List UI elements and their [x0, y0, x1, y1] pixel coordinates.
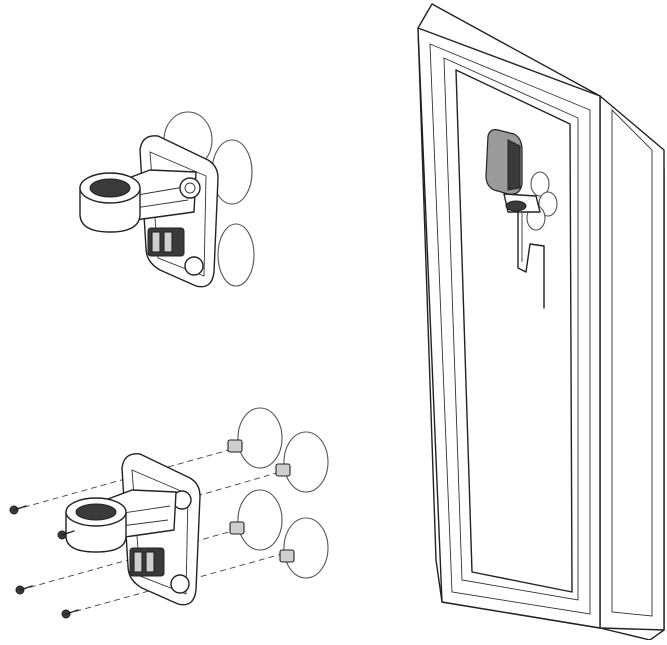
suction-cup-lower	[217, 223, 255, 287]
mounted-device	[485, 129, 558, 309]
suction-cup-2	[275, 431, 329, 493]
cable-clip	[147, 227, 185, 257]
screw-4	[61, 609, 79, 619]
suction-cup-4	[279, 517, 329, 579]
exploded-bracket	[9, 407, 329, 619]
window-installation	[417, 3, 665, 641]
screw-hole	[184, 256, 204, 276]
device-cable	[517, 211, 545, 309]
exploded-cable-clip	[129, 547, 165, 577]
lower-screw-hole	[170, 574, 190, 594]
window-glass	[455, 69, 573, 593]
mount-collar	[79, 172, 141, 233]
screw-3	[15, 585, 33, 595]
assembled-bracket	[79, 111, 255, 288]
screw-2	[57, 530, 75, 540]
exploded-mount-collar	[65, 497, 127, 553]
hinge-knob	[179, 177, 201, 199]
suction-cup-1	[227, 407, 283, 469]
suction-cup-3	[229, 489, 283, 551]
screw-1	[9, 505, 27, 515]
